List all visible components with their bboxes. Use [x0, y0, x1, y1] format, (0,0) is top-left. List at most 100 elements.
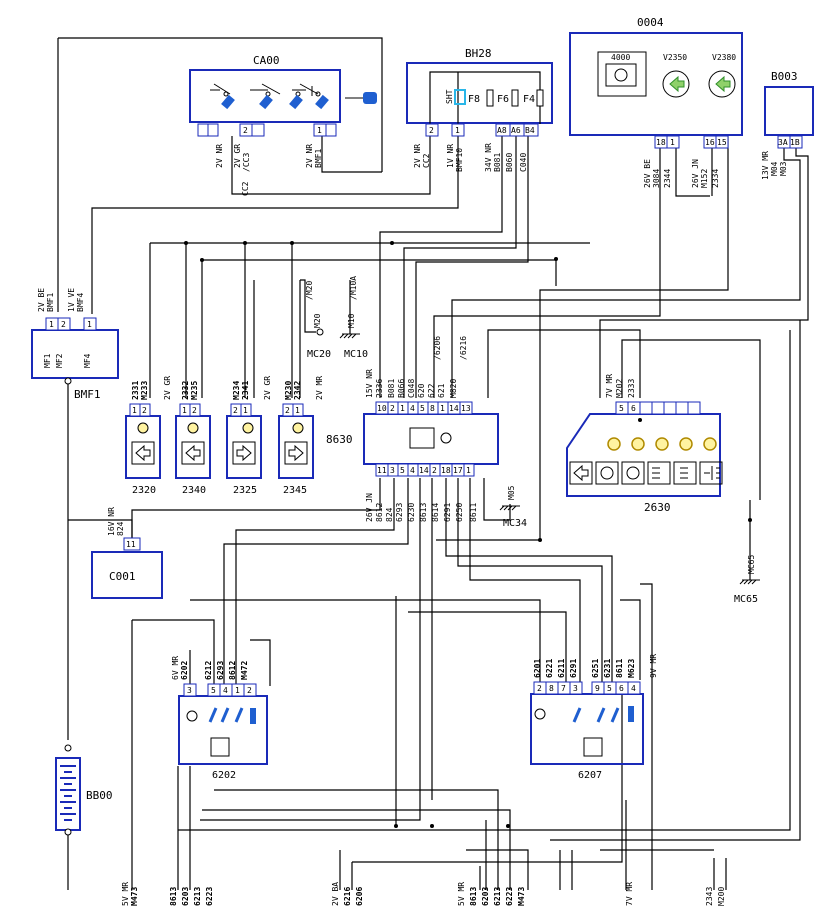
- svg-text:1: 1: [670, 138, 675, 147]
- svg-text:1: 1: [466, 466, 471, 475]
- svg-text:8614: 8614: [431, 503, 440, 522]
- b003-component: B003 3A 1B 13V MR M04 M03: [761, 70, 814, 180]
- right-arrow-icon: [715, 75, 731, 93]
- svg-text:2: 2: [285, 406, 290, 415]
- svg-text:M472: M472: [240, 661, 249, 680]
- svg-text:2341: 2341: [241, 381, 250, 400]
- svg-text:17: 17: [453, 466, 463, 475]
- svg-text:1: 1: [49, 320, 54, 329]
- svg-text:6202: 6202: [212, 770, 236, 781]
- svg-text:MF4: MF4: [83, 353, 92, 368]
- svg-text:2325: 2325: [233, 485, 257, 496]
- svg-text:6212: 6212: [204, 661, 213, 680]
- bmf1-component: 1 2 1 MF1 MF2 MF4 BMF1 2V BE BMF1 1V VE …: [31, 288, 119, 401]
- svg-text:1: 1: [243, 406, 248, 415]
- svg-text:2630: 2630: [644, 501, 671, 514]
- svg-text:6213: 6213: [493, 887, 502, 906]
- svg-text:9: 9: [595, 684, 600, 693]
- door-icon: [583, 737, 603, 757]
- svg-text:3: 3: [187, 686, 192, 695]
- svg-text:824: 824: [385, 507, 394, 522]
- svg-text:8612: 8612: [228, 661, 237, 680]
- svg-text:M233: M233: [140, 381, 149, 400]
- svg-text:13: 13: [461, 404, 471, 413]
- svg-text:26V JN: 26V JN: [365, 493, 374, 522]
- svg-text:5: 5: [607, 684, 612, 693]
- ca00-ignition-switch: CA00 2 1 2V NR 2V GR /CC3 2V NR BMF1 CC2: [189, 54, 377, 196]
- svg-text:6206: 6206: [355, 887, 364, 906]
- svg-text:1: 1: [455, 126, 460, 135]
- svg-text:1: 1: [295, 406, 300, 415]
- svg-text:1: 1: [235, 686, 240, 695]
- lamp-icon: [655, 437, 669, 451]
- svg-text:2344: 2344: [663, 169, 672, 188]
- svg-text:6231: 6231: [603, 659, 612, 678]
- svg-text:2345: 2345: [283, 485, 307, 496]
- svg-text:BB00: BB00: [86, 789, 113, 802]
- battery-icon: [60, 765, 76, 821]
- lamp-2320: 1 2 2320 2331 M233 2V GR: [125, 376, 172, 496]
- motor-icon: [186, 710, 198, 722]
- svg-text:4: 4: [410, 404, 415, 413]
- svg-text:4: 4: [410, 466, 415, 475]
- svg-text:6: 6: [631, 404, 636, 413]
- svg-text:34V NR: 34V NR: [484, 143, 493, 172]
- svg-text:10: 10: [377, 404, 387, 413]
- svg-text:M202: M202: [615, 379, 624, 398]
- svg-text:6201: 6201: [533, 659, 542, 678]
- lamp-icon: [631, 437, 645, 451]
- svg-text:2: 2: [61, 320, 66, 329]
- svg-text:6291: 6291: [569, 659, 578, 678]
- svg-text:5: 5: [420, 404, 425, 413]
- svg-text:8613: 8613: [419, 503, 428, 522]
- svg-text:11: 11: [377, 466, 387, 475]
- svg-text:1: 1: [317, 126, 322, 135]
- svg-text:18: 18: [656, 138, 666, 147]
- fog-icon: [699, 461, 723, 485]
- wire-network: [57, 37, 809, 890]
- svg-text:8: 8: [549, 684, 554, 693]
- svg-text:7V MR: 7V MR: [605, 374, 614, 398]
- svg-text:6202: 6202: [180, 661, 189, 680]
- svg-text:B066: B066: [397, 379, 406, 398]
- bb00-battery: BB00: [55, 744, 113, 836]
- svg-text:/M20: /M20: [305, 281, 314, 300]
- gauge-icon: [614, 68, 628, 82]
- svg-text:M820: M820: [449, 379, 458, 398]
- lamp-2340: 1 2 2340 2332 M235: [175, 381, 211, 496]
- svg-text:4000: 4000: [611, 53, 630, 62]
- svg-text:M473: M473: [130, 887, 139, 906]
- motor-icon: [534, 708, 546, 720]
- svg-text:7V MR: 7V MR: [625, 882, 634, 906]
- svg-text:M235: M235: [190, 381, 199, 400]
- svg-text:2V BE: 2V BE: [37, 288, 46, 312]
- svg-text:2: 2: [390, 404, 395, 413]
- svg-text:2: 2: [192, 406, 197, 415]
- svg-text:1: 1: [182, 406, 187, 415]
- svg-text:2: 2: [233, 406, 238, 415]
- svg-text:M473: M473: [517, 887, 526, 906]
- svg-text:2V NR: 2V NR: [305, 144, 314, 168]
- svg-text:M230: M230: [284, 381, 293, 400]
- svg-text:2V GR: 2V GR: [233, 144, 242, 168]
- svg-text:8: 8: [430, 404, 435, 413]
- left-arrow-icon: [669, 75, 685, 93]
- svg-text:V2380: V2380: [712, 53, 736, 62]
- door-icon: [210, 737, 230, 757]
- svg-text:14: 14: [419, 466, 429, 475]
- lamp-icon: [703, 437, 717, 451]
- svg-text:A6: A6: [511, 126, 521, 135]
- svg-text:3: 3: [573, 684, 578, 693]
- svg-text:11: 11: [126, 540, 136, 549]
- indicator-lamps: 1 2 2320 2331 M233 2V GR 1 2 2340 2332 M…: [125, 376, 324, 496]
- key-icon: [363, 92, 377, 104]
- svg-text:6293: 6293: [395, 503, 404, 522]
- svg-text:2320: 2320: [132, 485, 156, 496]
- svg-text:C001: C001: [109, 570, 136, 583]
- svg-text:2333: 2333: [627, 379, 636, 398]
- bh28-fuse-box: BH28 SHT F8 F6 F4 2 1 A8 A6 B4 2V NR CC2…: [406, 47, 553, 172]
- svg-text:BMF1: BMF1: [314, 149, 323, 168]
- svg-text:CC2: CC2: [241, 181, 250, 196]
- svg-text:6221: 6221: [545, 659, 554, 678]
- svg-text:16: 16: [705, 138, 715, 147]
